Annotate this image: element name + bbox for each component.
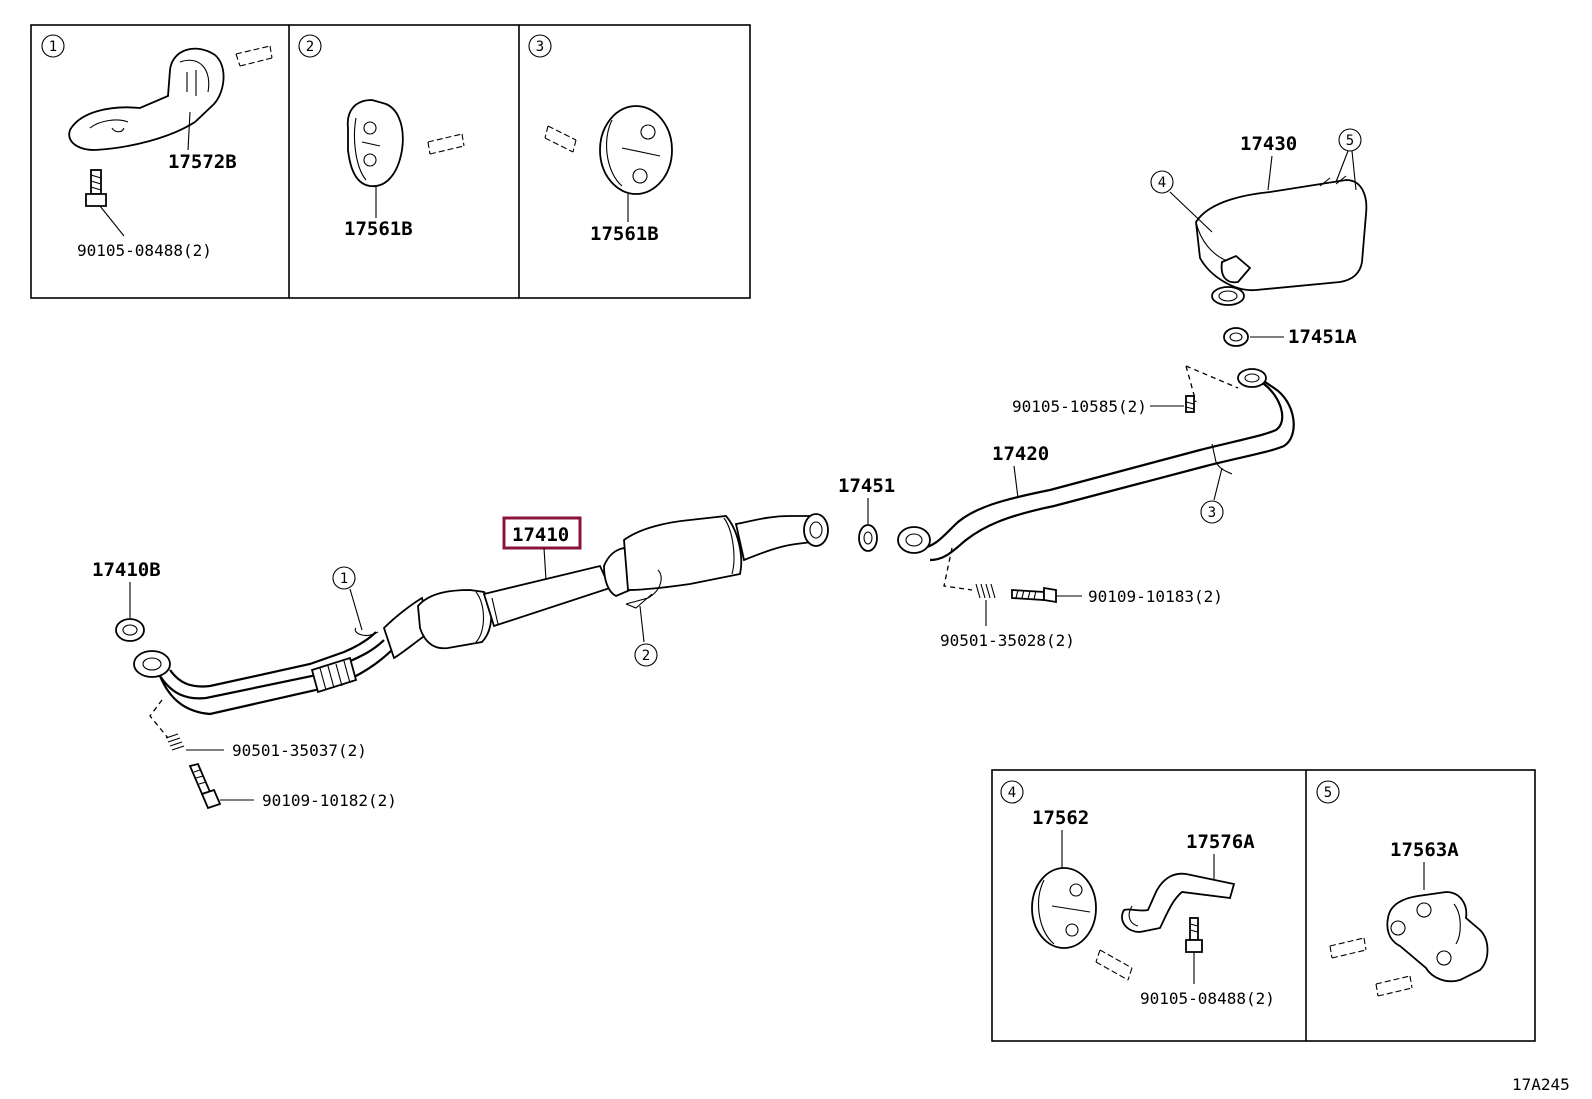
inset-4-part-a-label: 17562: [1032, 807, 1089, 829]
part-label-17430: 17430: [1240, 133, 1297, 155]
rubber-mount-icon: [1329, 891, 1489, 997]
spring-icon: [975, 583, 996, 626]
rubber-hanger-icon: [1031, 867, 1133, 981]
bracket-17572B-drawing: [68, 45, 273, 151]
part-label-90105-10585: 90105-10585(2): [1012, 397, 1147, 416]
callout-5-top: 5: [1335, 128, 1362, 191]
rubber-hanger-icon: [544, 105, 673, 222]
gasket-icon: [1223, 327, 1284, 347]
inset-5: 5 17563A: [1316, 780, 1489, 997]
inset-5-part-label: 17563A: [1390, 839, 1459, 861]
part-label-17410[interactable]: 17410: [512, 524, 569, 546]
inset-1-part-label: 17572B: [168, 151, 237, 173]
part-label-17451: 17451: [838, 475, 895, 497]
inset-panel-bottom: [991, 769, 1536, 1042]
part-label-90109-10183: 90109-10183(2): [1088, 587, 1223, 606]
bolt-icon: [1185, 395, 1195, 413]
svg-text:1: 1: [340, 571, 348, 587]
tail-muffler-drawing: [1195, 175, 1368, 306]
spring-icon: [165, 733, 224, 751]
front-pipe-drawing: [133, 513, 829, 716]
part-label-17420: 17420: [992, 443, 1049, 465]
inset-2: 2 17561B: [298, 34, 465, 240]
inset-4: 4 17562 17576A 90105-08488(2): [1000, 780, 1275, 1008]
part-label-90109-10182: 90109-10182(2): [262, 791, 397, 810]
callout-4-top: 4: [1150, 170, 1213, 233]
inset-panel-top: [30, 24, 751, 299]
inset-4-bolt-label: 90105-08488(2): [1140, 989, 1275, 1008]
inset-4-part-b-label: 17576A: [1186, 831, 1255, 853]
inset-2-part-label: 17561B: [344, 218, 413, 240]
gasket-icon: [115, 618, 145, 642]
selected-part-highlight: [502, 516, 582, 550]
callout-3-main: 3: [1200, 467, 1224, 524]
svg-text:5: 5: [1346, 133, 1354, 149]
part-label-17410B: 17410B: [92, 559, 161, 581]
bolt-icon: [1011, 586, 1082, 604]
part-label-90501-35037: 90501-35037(2): [232, 741, 367, 760]
svg-text:3: 3: [1208, 505, 1216, 521]
rubber-hanger-icon: [346, 99, 465, 218]
bolt-icon: [188, 762, 254, 810]
inset-1-bolt-label: 90105-08488(2): [77, 241, 212, 260]
bolt-icon: [85, 169, 125, 237]
part-label-17451A: 17451A: [1288, 326, 1357, 348]
diagram-id: 17A245: [1512, 1075, 1570, 1094]
inset-5-number: 5: [1324, 785, 1332, 801]
gasket-icon: [858, 524, 878, 552]
callout-2-main: 2: [634, 605, 658, 667]
inset-3-part-label: 17561B: [590, 223, 659, 245]
svg-text:2: 2: [642, 648, 650, 664]
svg-text:4: 4: [1158, 175, 1166, 191]
inset-3-number: 3: [536, 39, 544, 55]
callout-1-main: 1: [332, 566, 363, 631]
inset-3: 3 17561B: [528, 34, 673, 245]
inset-4-number: 4: [1008, 785, 1016, 801]
bolt-icon: [1185, 917, 1203, 984]
inset-1-number: 1: [49, 39, 57, 55]
center-pipe-drawing: [897, 368, 1295, 562]
part-label-90501-35028: 90501-35028(2): [940, 631, 1075, 650]
inset-2-number: 2: [306, 39, 314, 55]
inset-1: 1 17572B 90105-08488(2): [41, 34, 273, 260]
bracket-drawing: [1121, 872, 1236, 933]
